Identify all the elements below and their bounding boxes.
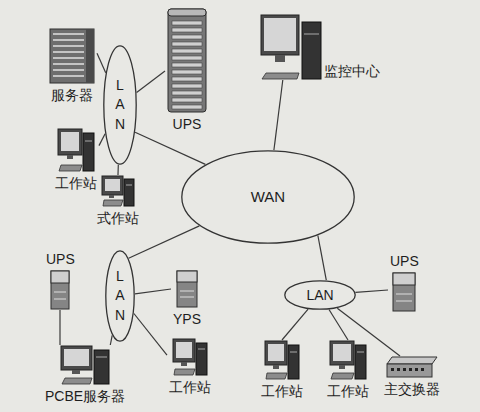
network-link [137, 71, 165, 92]
workstation-device: 工作站 [167, 338, 213, 396]
lan-ellipse: LAN [103, 45, 137, 165]
ups-device: YPS [171, 270, 203, 328]
device-label: PCBE服务器 [45, 387, 125, 405]
ups-device: UPS [388, 252, 421, 312]
monitor-center: 监控中心 [258, 14, 382, 80]
network-link [129, 226, 200, 258]
ellipse-outline [285, 281, 355, 309]
device-label: 工作站 [327, 382, 369, 400]
wan-ellipse: WAN [181, 150, 355, 244]
network-link [274, 80, 283, 150]
device-label: UPS [46, 250, 75, 268]
network-link [318, 236, 326, 281]
pc-icon [101, 175, 135, 207]
server-device: 服务器 [47, 28, 97, 104]
workstation-device: 工作站 [259, 340, 305, 400]
device-label: YPS [173, 310, 201, 328]
switch-icon [386, 356, 438, 378]
network-link [282, 309, 308, 340]
network-label: WAN [251, 188, 285, 206]
switch-device: 主交换器 [382, 356, 442, 398]
network-link [97, 53, 106, 72]
ellipse-outline [182, 151, 354, 243]
device-label: UPS [390, 252, 419, 270]
workstation-device: 工作站 [325, 340, 371, 400]
tower-icon [176, 270, 198, 308]
network-link [135, 289, 171, 294]
network-link [110, 335, 112, 345]
tower-icon [50, 270, 70, 310]
network-link [356, 290, 389, 292]
pc-icon [260, 14, 322, 80]
network-link [135, 132, 205, 164]
pc-icon [172, 338, 208, 376]
device-label: 主交换器 [384, 380, 440, 398]
server-device: PCBE服务器 [43, 345, 127, 405]
network-link [117, 165, 119, 175]
pc-icon [60, 345, 110, 385]
network-link [59, 310, 60, 345]
device-label: 服务器 [51, 86, 93, 104]
pc-icon [329, 340, 367, 380]
network-link [99, 134, 105, 146]
network-link [134, 314, 167, 356]
ellipse-outline [104, 46, 136, 164]
lan-ellipse: LAN [105, 250, 135, 342]
pc-icon [264, 340, 300, 380]
device-label: 式作站 [97, 209, 139, 227]
device-label: 监控中心 [324, 62, 380, 80]
tower-icon [392, 272, 416, 312]
device-label: UPS [173, 115, 202, 133]
device-label: 工作站 [55, 174, 97, 192]
ellipse-outline [106, 251, 134, 341]
pc-icon [57, 128, 95, 172]
ups-device: UPS [44, 250, 77, 310]
server-icon [49, 28, 95, 84]
device-label: 工作站 [169, 378, 211, 396]
network-label: LAN [306, 286, 333, 304]
lan-ellipse: LAN [284, 280, 356, 310]
workstation-device: 工作站 [53, 128, 99, 192]
ups-device: UPS [165, 8, 209, 133]
workstation-device: 式作站 [95, 175, 141, 227]
device-label: 工作站 [261, 382, 303, 400]
network-label: LAN [113, 76, 127, 135]
rack-icon [167, 8, 207, 113]
network-label: LAN [113, 267, 127, 326]
